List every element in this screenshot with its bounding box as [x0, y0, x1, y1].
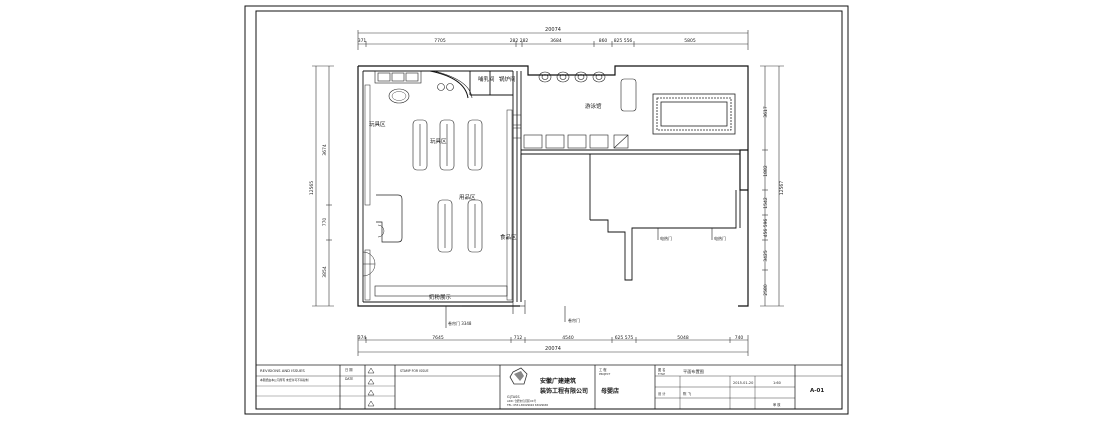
- curved-partition: [429, 70, 469, 99]
- room-nursing: 哺乳间: [478, 75, 495, 83]
- left-total-dim: 12565: [309, 181, 315, 195]
- drawing-label: 图 名: [658, 367, 665, 372]
- sheet-border: [244, 5, 849, 415]
- chair-circle: [446, 83, 454, 91]
- stamp-heading: STAMP FOR ISSUE: [400, 369, 429, 373]
- right-total-dim: 12567: [779, 181, 785, 195]
- left-dim-1: 3674: [322, 144, 328, 156]
- room-swim: 游泳馆: [585, 102, 602, 110]
- top-dim-6: 825 556: [614, 38, 633, 44]
- top-dim-5: 860: [599, 38, 608, 44]
- reception-counter: [376, 194, 403, 243]
- date-label: 日 期: [345, 367, 352, 372]
- drawing-number: A-01: [810, 388, 824, 394]
- left-dim-2: 770: [322, 218, 328, 227]
- top-dimension: [357, 30, 749, 50]
- top-total-dim: 20074: [545, 27, 561, 33]
- supplies-racks: [437, 199, 483, 253]
- bottom-dim-3: 712: [514, 335, 523, 341]
- top-dim-7: 5805: [684, 38, 696, 44]
- right-dim-6: 2580: [763, 284, 769, 296]
- wall-shelf-food: [506, 109, 513, 301]
- project-label: 工 程: [599, 367, 607, 372]
- room-milk-display: 奶粉展示: [429, 293, 452, 301]
- note-door-main: 卷帘门 3348: [448, 320, 472, 326]
- company-address: ADD: 合肥市包河区XX号: [507, 399, 537, 403]
- room-toy: 玩具区: [430, 138, 447, 145]
- top-dim-1: 371: [358, 38, 367, 44]
- right-dim-1: 3617: [763, 106, 769, 118]
- top-dim-4: 3684: [550, 38, 562, 44]
- company-name-line2: 装饰工程有限公司: [539, 387, 588, 395]
- project-label-en: PROJECT: [599, 372, 611, 376]
- interior-walls: [362, 70, 741, 303]
- entrance-markers: [430, 228, 713, 328]
- company-logo: [509, 367, 528, 385]
- counter-chair: [377, 224, 385, 238]
- room-supplies: 用品区: [459, 194, 476, 201]
- sofa-set: [374, 70, 422, 84]
- note-electric-door-1: 电热门: [660, 235, 672, 241]
- logo-text: G|TASS: [507, 395, 520, 399]
- bottom-dim-5: 625 575: [615, 335, 634, 341]
- exterior-walls: [357, 65, 749, 307]
- bottom-dimension: [357, 335, 749, 356]
- top-dim-2: 7705: [434, 38, 446, 44]
- bottom-dim-6: 5048: [677, 335, 689, 341]
- revisions-subtitle: 本图纸由本公司所有 未经许可不得复制: [260, 378, 309, 382]
- changing-stations: [523, 134, 629, 149]
- company-tel: TEL: 0551-65029692 65029665: [507, 403, 548, 407]
- right-dim-5: 3425: [763, 250, 769, 262]
- project-name: 母婴店: [601, 387, 619, 395]
- room-toy-display: 玩具区: [369, 121, 386, 128]
- bottom-dim-1: 374: [358, 335, 367, 341]
- right-dim-3: 1542: [763, 197, 769, 209]
- room-boiler: 锅炉间: [499, 75, 516, 83]
- right-dimension: [760, 65, 784, 307]
- drawing-name: 平面布置图: [683, 368, 704, 375]
- note-door-side: 卷帘门: [568, 317, 580, 323]
- revision-marks: [367, 367, 375, 407]
- checker-label: 审 核: [773, 402, 781, 407]
- bottom-total-dim: 20074: [545, 346, 561, 352]
- company-name-line1: 安徽广建建筑: [540, 377, 576, 385]
- toy-racks: [412, 119, 483, 171]
- left-dimension: [312, 65, 334, 307]
- bottom-dim-4: 4540: [562, 335, 574, 341]
- curved-partition-inner: [433, 70, 473, 99]
- designer-label: 设 计: [658, 391, 666, 396]
- revisions-heading: REVISIONS AND ISSUES: [260, 368, 305, 373]
- round-rug: [388, 88, 410, 104]
- date-label-en: DATE: [345, 377, 353, 381]
- title-block: [255, 364, 843, 410]
- room-food: 食品区: [500, 233, 517, 241]
- left-dim-3: 3854: [322, 266, 328, 278]
- designer-name: 陈 飞: [683, 391, 692, 396]
- swimming-pool: [652, 93, 736, 135]
- drawing-scale: 1:60: [773, 381, 781, 385]
- bottom-dim-7: 740: [735, 335, 744, 341]
- wall-shelf-left: [364, 84, 371, 301]
- round-rug-inner: [391, 91, 407, 101]
- lounge-chair: [620, 78, 637, 112]
- note-electric-door-2: 电热门: [714, 235, 726, 241]
- right-dim-4: 456 596: [763, 219, 769, 238]
- right-dim-2: 1882: [763, 165, 769, 177]
- milk-display-counter: [374, 285, 508, 297]
- boiler-units: [512, 114, 522, 139]
- bottom-dim-2: 7645: [432, 335, 444, 341]
- top-dim-3: 282 282: [510, 38, 529, 44]
- swim-tubs: [538, 71, 606, 83]
- left-door: [362, 251, 376, 277]
- drawing-date: 2015-01-20: [733, 381, 753, 385]
- drawing-label-en: TITLE: [658, 372, 665, 376]
- chair-circle: [437, 83, 445, 91]
